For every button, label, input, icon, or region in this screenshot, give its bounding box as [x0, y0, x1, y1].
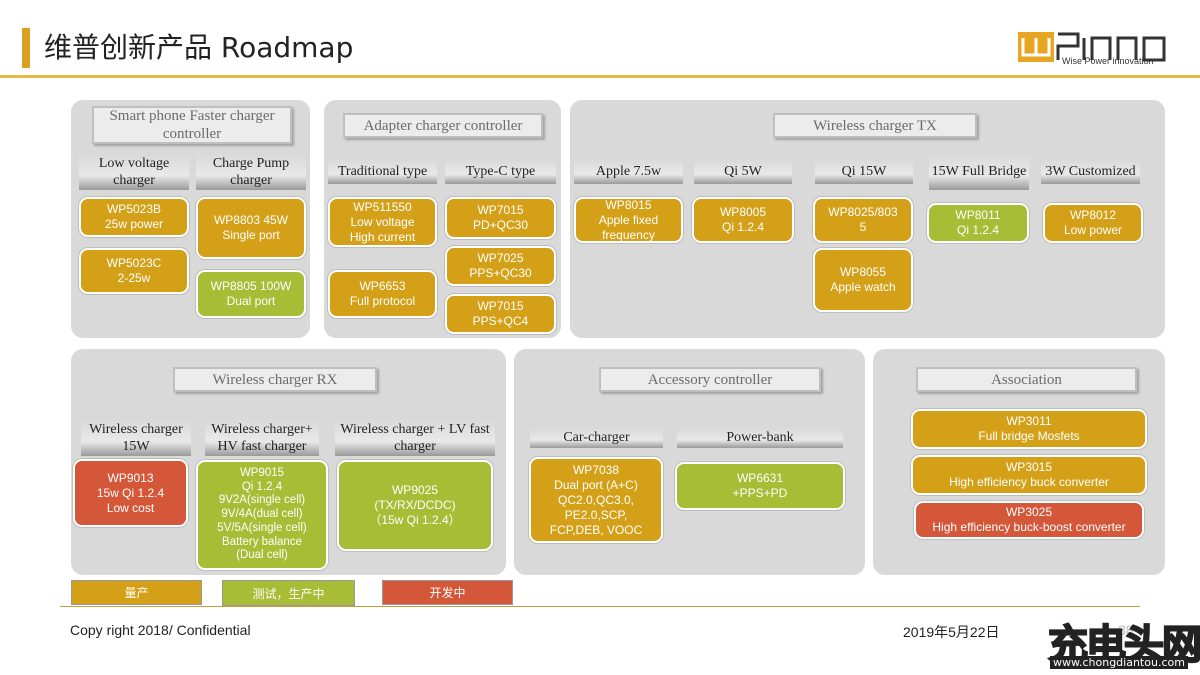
column-charge-pump-charger: Charge Pump charger: [196, 154, 306, 190]
column-wireless-charger-15w: Wireless charger 15W: [81, 420, 191, 456]
legend-testing-in-production: 测试，生产中: [222, 580, 355, 606]
column-wireless-charger-hv-fast: Wireless charger+ HV fast charger: [205, 420, 319, 456]
chip-wp6631: WP6631+PPS+PD: [675, 462, 845, 510]
title-accent-bar: [22, 28, 30, 68]
chip-wp9025: WP9025(TX/RX/DCDC)（15w Qi 1.2.4）: [337, 460, 493, 551]
footer-date: 2019年5月22日: [903, 624, 1000, 640]
column-qi-5w: Qi 5W: [694, 160, 792, 184]
column-3w-customized: 3W Customized: [1041, 160, 1140, 184]
footer-divider: [60, 606, 1140, 607]
wireless-tx-panel-header: Wireless charger TX: [773, 113, 977, 138]
column-wireless-charger-lv-fast: Wireless charger + LV fast charger: [335, 420, 495, 456]
adapter-panel-header: Adapter charger controller: [343, 113, 543, 138]
watermark-url: www.chongdiantou.com: [1050, 656, 1188, 669]
accessory-panel-header: Accessory controller: [599, 367, 821, 392]
title-divider: [0, 75, 1200, 78]
column-15w-full-bridge: 15W Full Bridge: [929, 154, 1029, 190]
association-panel-header: Association: [916, 367, 1137, 392]
column-apple-7-5w: Apple 7.5w: [574, 160, 683, 184]
column-car-charger: Car-charger: [530, 428, 663, 448]
column-power-bank: Power-bank: [677, 428, 843, 448]
wireless-rx-panel-header: Wireless charger RX: [173, 367, 377, 392]
column-traditional-type: Traditional type: [328, 160, 437, 184]
legend-mass-production: 量产: [71, 580, 202, 605]
footer-copyright: Copy right 2018/ Confidential: [70, 622, 251, 638]
column-type-c-type: Type-C type: [445, 160, 556, 184]
footer-page-number: 38: [1118, 622, 1134, 638]
column-low-voltage-charger: Low voltage charger: [79, 154, 189, 190]
column-qi-15w: Qi 15W: [815, 160, 913, 184]
smartphone-panel-header: Smart phone Faster charger controller: [92, 106, 292, 144]
page-title: 维普创新产品 Roadmap: [44, 31, 354, 64]
logo-subtitle: Wise Power innovation: [1062, 56, 1154, 66]
legend-in-development: 开发中: [382, 580, 513, 605]
wpinno-logo: [1018, 32, 1166, 62]
